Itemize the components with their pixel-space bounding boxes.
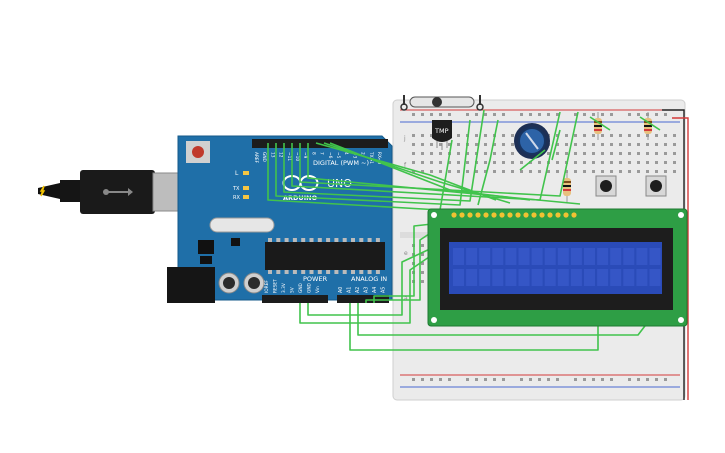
digital-pin-label: RX←0	[376, 152, 382, 165]
slide-switch[interactable]	[409, 96, 475, 108]
wire	[519, 149, 546, 171]
wire	[307, 247, 433, 316]
digital-pin-label: ~6	[327, 152, 333, 159]
analog-pin-label: A0	[338, 287, 344, 293]
breadboard-row-letters: j f e a	[403, 135, 408, 302]
wire	[329, 142, 531, 201]
led-label-l: L	[235, 170, 239, 177]
power-pin-label: RESET	[273, 279, 279, 293]
wire	[299, 254, 433, 324]
power-pin-label: GND	[298, 282, 304, 293]
atmega-chip	[265, 242, 385, 270]
wire	[365, 231, 433, 303]
wire-red[interactable]	[672, 117, 689, 400]
wire	[283, 109, 485, 202]
analog-pin-header[interactable]	[337, 295, 389, 303]
voltage-regulator	[198, 240, 214, 254]
brand-label: ARDUINO	[283, 194, 318, 202]
digital-header-label: DIGITAL (PWM ~)	[313, 159, 369, 167]
digital-pin-label: ~3	[351, 152, 357, 159]
led-label-tx: TX	[232, 186, 240, 192]
digital-pin-label: 7	[319, 152, 325, 155]
analog-pin-label: A1	[347, 287, 353, 293]
wire	[477, 119, 499, 206]
wire	[291, 111, 561, 201]
temp-sensor-label: TMP	[434, 127, 449, 135]
lightning-icon	[39, 185, 46, 197]
digital-pin-label: ~11	[286, 152, 292, 161]
thermometer-icon	[476, 95, 484, 111]
wire	[551, 129, 561, 161]
svg-text:e: e	[404, 250, 408, 257]
small-chip	[231, 238, 240, 246]
svg-text:f: f	[404, 162, 407, 169]
wire	[357, 303, 649, 336]
push-button[interactable]	[645, 175, 667, 197]
lcd-display-module[interactable]	[427, 208, 688, 327]
wire	[639, 116, 661, 131]
capacitors	[218, 272, 265, 294]
digital-pin-label: 2	[360, 152, 366, 155]
status-leds: L TX RX	[232, 170, 249, 201]
power-header-label: POWER	[303, 275, 328, 283]
wire	[373, 223, 433, 303]
atmega-pins	[268, 238, 380, 274]
digital-pin-label: ~9	[302, 152, 308, 159]
digital-pin-label: GND	[261, 152, 267, 163]
analog-pin-label: A2	[355, 287, 361, 293]
svg-text:a: a	[404, 295, 408, 302]
digital-pin-label: AREF	[253, 152, 259, 164]
potentiometer[interactable]	[514, 123, 550, 159]
power-pin-label: GND	[307, 282, 313, 293]
power-pin-label: IOREF	[264, 280, 270, 293]
digital-pin-label: 8	[310, 152, 316, 155]
crystal-oscillator	[209, 217, 275, 233]
resistor[interactable]	[563, 172, 571, 202]
analog-pin-label: A3	[364, 287, 370, 293]
regulator-tab	[200, 256, 212, 264]
push-button[interactable]	[595, 175, 617, 197]
digital-pin-label: 13	[269, 152, 275, 158]
thermometer-icon	[400, 95, 408, 111]
lcd-pins[interactable]	[451, 212, 577, 218]
usb-icon	[103, 188, 133, 196]
lcd-character-cells	[453, 248, 661, 286]
reset-button-cap	[192, 146, 204, 158]
resistor[interactable]	[594, 112, 602, 140]
analog-header-label: ANALOG IN	[351, 275, 387, 283]
digital-pin-label: 12	[278, 152, 284, 158]
digital-pin-label: ~10	[294, 152, 300, 161]
power-pin-header[interactable]	[262, 295, 328, 303]
temperature-sensor[interactable]: TMP	[432, 120, 452, 150]
digital-pin-label: 4	[343, 152, 349, 155]
svg-text:j: j	[403, 135, 406, 142]
led-label-rx: RX	[233, 195, 240, 201]
power-jack[interactable]	[167, 267, 215, 303]
power-pin-label: Vin	[315, 286, 321, 293]
power-pin-label: 3.3V	[281, 283, 287, 293]
potentiometer-knob[interactable]	[525, 132, 539, 150]
switch-knob[interactable]	[432, 97, 442, 107]
analog-pin-label: A4	[372, 287, 378, 293]
wires[interactable]	[267, 109, 661, 351]
wire	[349, 303, 599, 351]
wire	[267, 139, 453, 211]
analog-pin-label: A5	[381, 287, 387, 293]
digital-pin-label: ~5	[335, 152, 341, 159]
wire	[275, 119, 471, 206]
power-pin-label: 5V	[290, 287, 296, 293]
wire	[589, 116, 611, 131]
